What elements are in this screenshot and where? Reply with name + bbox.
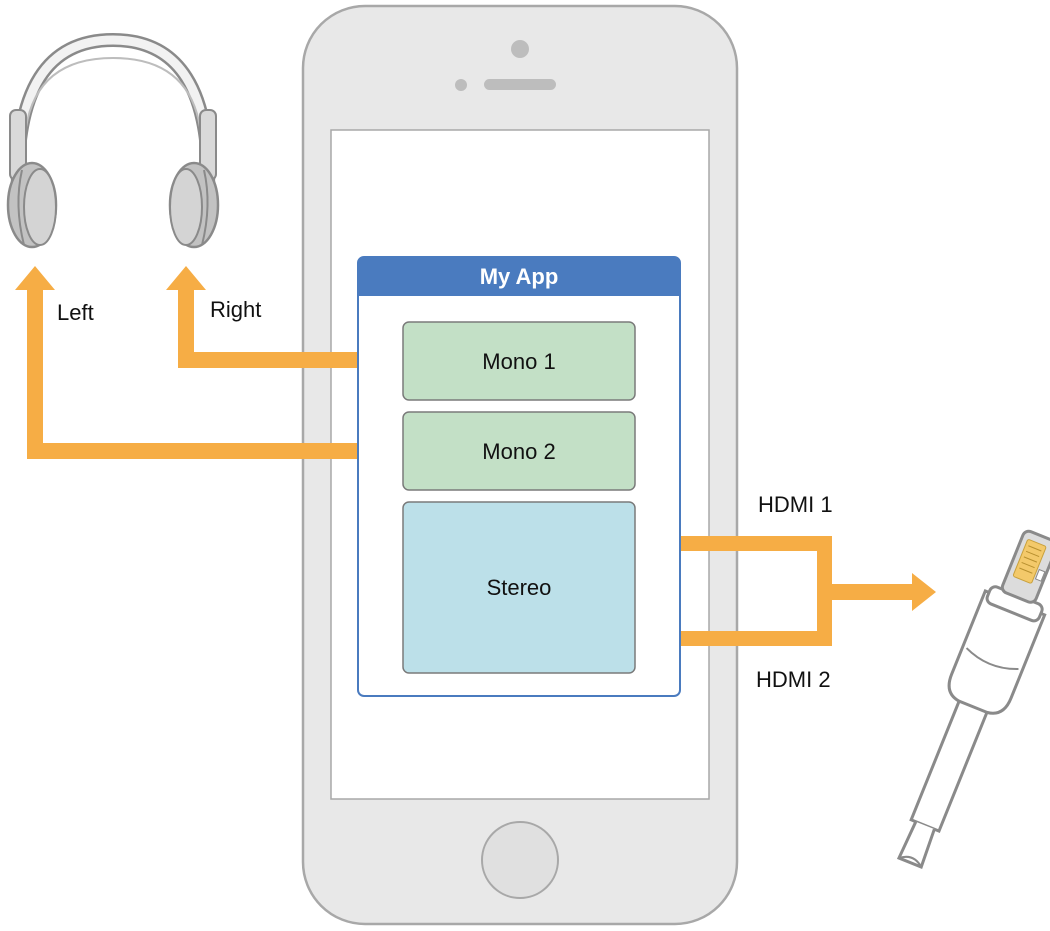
stereo-channel-box[interactable] bbox=[402, 501, 636, 674]
left-label: Left bbox=[57, 300, 94, 325]
hdmi2-label: HDMI 2 bbox=[756, 667, 831, 692]
hdmi-output-arrow bbox=[832, 573, 936, 611]
app-header-bar bbox=[358, 257, 680, 296]
earpiece-speaker bbox=[484, 79, 556, 90]
mono2-label: Mono 2 bbox=[482, 439, 555, 464]
hdmi2-route bbox=[635, 631, 832, 646]
mono1-channel-box[interactable] bbox=[402, 321, 636, 401]
right-ear-cup bbox=[168, 109, 220, 249]
headphones-icon bbox=[6, 32, 220, 249]
right-label: Right bbox=[210, 297, 261, 322]
stereo-label: Stereo bbox=[487, 575, 552, 600]
my-app-window: My App Mono 1 Mono 2 Stereo bbox=[357, 256, 681, 697]
mono1-label: Mono 1 bbox=[482, 349, 555, 374]
bezel-crossing-highlights bbox=[303, 352, 331, 368]
front-camera bbox=[511, 40, 529, 58]
home-button[interactable] bbox=[481, 821, 559, 899]
hdmi-merge-route bbox=[817, 536, 832, 646]
app-title: My App bbox=[480, 264, 559, 289]
hdmi1-label: HDMI 1 bbox=[758, 492, 833, 517]
proximity-sensor bbox=[455, 79, 467, 91]
lightning-connector-icon bbox=[896, 529, 1050, 870]
mono2-channel-box[interactable] bbox=[402, 411, 636, 491]
hdmi1-route bbox=[635, 536, 832, 551]
left-ear-cup bbox=[6, 109, 58, 249]
